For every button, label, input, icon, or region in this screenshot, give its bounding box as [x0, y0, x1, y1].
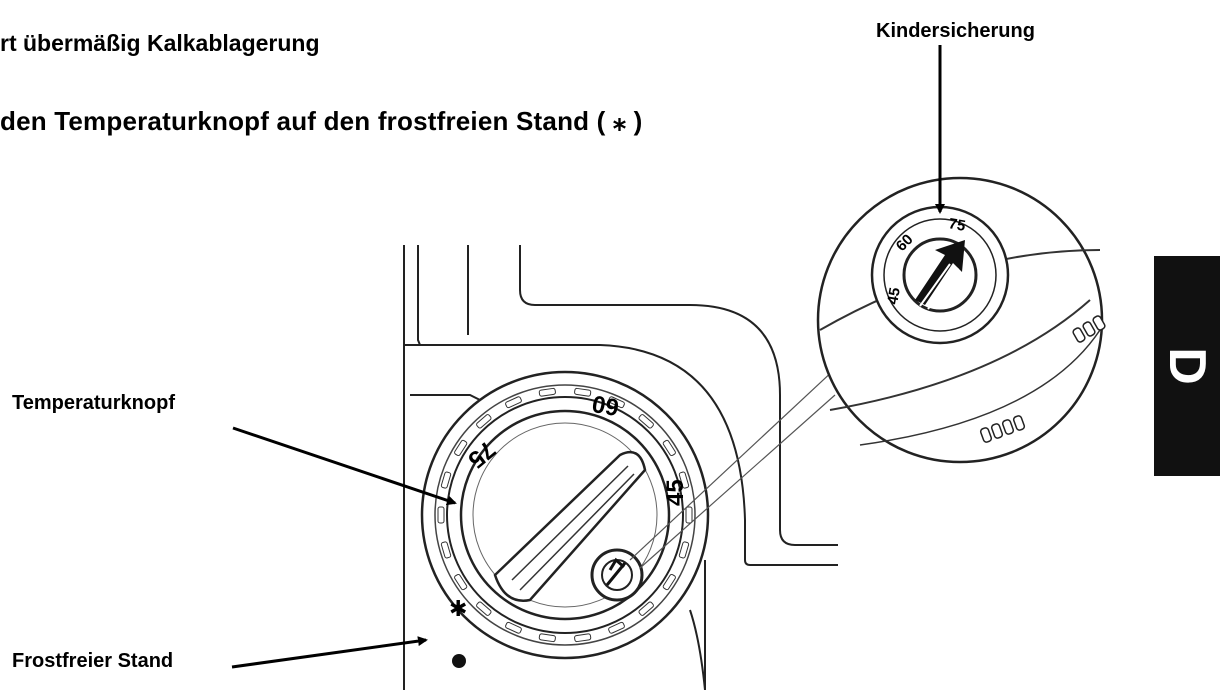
inset-ridges — [979, 315, 1106, 443]
dial-ridge — [638, 601, 654, 616]
dial-ridge — [574, 633, 592, 643]
arrow-temperature-knob — [232, 426, 457, 506]
inset-mark-75: 75 — [947, 215, 966, 235]
inset-magnifier: 45 60 75 — [816, 176, 1106, 464]
dial-ridge — [440, 541, 452, 559]
inset-mark-45: 45 — [884, 286, 904, 305]
instruction-line-1: rt übermäßig Kalkablagerung — [0, 30, 320, 56]
dial-ridge — [440, 471, 452, 489]
frost-symbol: ✱ — [449, 597, 467, 622]
label-frost-free: Frostfreier Stand — [12, 650, 174, 672]
frost-position-dot — [452, 654, 466, 668]
dial-ridge — [662, 439, 676, 457]
dial-ridge — [608, 396, 625, 409]
dial-ridge — [678, 471, 690, 489]
arrow-frost-free — [231, 636, 428, 669]
dial-ridge — [608, 621, 625, 634]
language-letter: D — [1158, 347, 1216, 385]
dial-ridge — [454, 573, 468, 591]
instruction-line-2: den Temperaturknopf auf den frostfreien … — [0, 106, 643, 136]
dial-ridge — [685, 506, 693, 524]
dial-mark-60: 60 — [590, 389, 621, 420]
dial-ridge — [505, 396, 522, 409]
label-child-lock: Kindersicherung — [876, 20, 1035, 42]
dial-ridge — [437, 506, 445, 524]
dial-ridge — [638, 414, 654, 429]
dial-ticks — [437, 387, 693, 643]
knob-grip — [493, 450, 647, 602]
dial-ridge — [678, 541, 690, 559]
language-tab: D — [1154, 256, 1220, 476]
dial-ridge — [476, 414, 492, 429]
dial-mark-45: 45 — [662, 479, 689, 506]
temperature-dial: 75 60 45 ✱ — [420, 370, 710, 668]
zoom-guides — [629, 354, 851, 569]
housing-outline — [403, 245, 838, 690]
dial-ridge — [505, 621, 522, 634]
dial-ridge — [454, 439, 468, 457]
label-temperature-knob: Temperaturknopf — [12, 392, 175, 414]
dial-ridge — [662, 573, 676, 591]
dial-ridge — [476, 601, 492, 616]
dial-ridge — [574, 387, 592, 397]
dial-ridge — [538, 387, 556, 397]
child-lock-knob — [590, 548, 644, 602]
inset-lock-arrow — [915, 240, 965, 305]
dial-ridge — [538, 633, 556, 643]
